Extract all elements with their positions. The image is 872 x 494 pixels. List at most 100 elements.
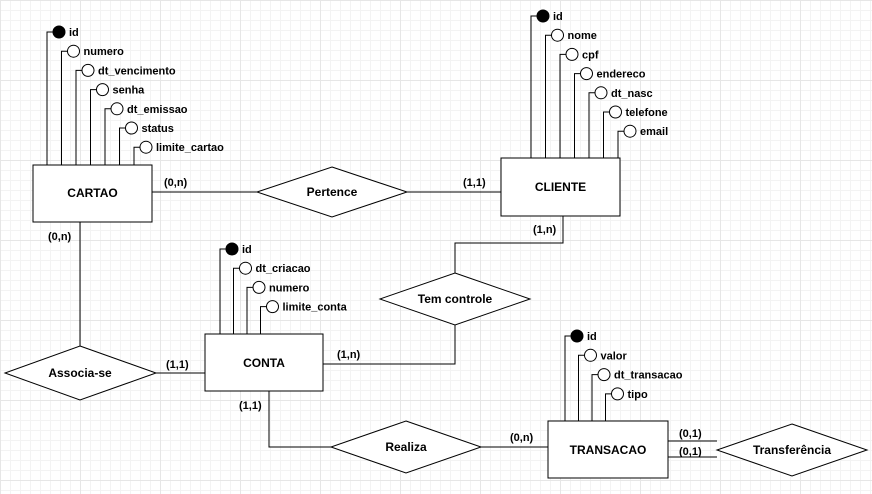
cartao-attribute-label: limite_cartao [156, 142, 224, 154]
cartao-attribute-label: dt_vencimento [98, 65, 176, 77]
conta-attribute-label: id [242, 244, 252, 256]
cartao-attribute-label: numero [84, 46, 125, 58]
connectors [79, 191, 717, 458]
cliente-attribute-stem [530, 15, 537, 158]
relationship-pertence[interactable]: Pertence [255, 166, 409, 218]
conta-attribute-marker[interactable] [239, 261, 252, 275]
cardinality-transacao-transf-1: (0,1) [679, 428, 702, 440]
connector-cliente-tem-controle [454, 216, 564, 273]
cartao-attribute-marker[interactable] [81, 63, 95, 77]
cliente-attribute-marker[interactable] [609, 105, 622, 119]
entity-cliente[interactable]: CLIENTE [500, 157, 621, 217]
cliente-attribute-label: cpf [582, 49, 599, 61]
conta-attribute-label: limite_conta [283, 302, 348, 314]
cardinalities: (0,n) (1,1) (1,n) (1,n) (0,n) (1,1) (1,1… [48, 177, 702, 458]
cliente-attribute-label: email [640, 126, 668, 138]
cartao-attribute-stem [75, 69, 82, 165]
cartao-attribute-stem [61, 50, 68, 165]
entity-cliente-name: CLIENTE [535, 180, 586, 194]
cardinality-conta-associa: (1,1) [166, 359, 189, 371]
conta-attribute-stem [246, 286, 253, 334]
cartao-attribute-stem [119, 127, 126, 165]
cartao-attribute-label: senha [113, 85, 146, 97]
cliente-key-attribute-marker[interactable] [536, 9, 550, 23]
cliente-attribute-label: id [553, 11, 563, 23]
conta-attribute-label: numero [269, 282, 310, 294]
cliente-attribute-marker[interactable] [594, 86, 608, 100]
cliente-attribute-marker[interactable] [623, 124, 637, 138]
cliente-attribute-label: endereco [597, 69, 646, 81]
relationship-realiza[interactable]: Realiza [329, 420, 483, 474]
cliente-attribute-stem [574, 73, 581, 158]
cartao-attribute-stem [46, 31, 53, 165]
cliente-attribute-stem [588, 92, 595, 158]
cartao-attribute-stem [104, 108, 111, 165]
transacao-attribute-label: id [587, 331, 597, 343]
transacao-key-attribute-marker[interactable] [570, 329, 584, 343]
cartao-attribute-stem [133, 146, 140, 165]
relationship-realiza-label: Realiza [385, 440, 427, 454]
cardinality-cliente-tem-controle: (1,n) [533, 224, 557, 236]
relationship-associa-se[interactable]: Associa-se [3, 345, 158, 401]
cardinality-transacao-realiza: (0,n) [510, 432, 534, 444]
relationship-associa-se-label: Associa-se [48, 366, 112, 380]
relationship-pertence-label: Pertence [307, 185, 358, 199]
cartao-attribute-marker[interactable] [96, 83, 109, 97]
transacao-attribute-label: tipo [628, 389, 648, 401]
entity-conta[interactable]: CONTA [204, 333, 324, 392]
cliente-attribute-stem [559, 53, 566, 158]
transacao-attribute-label: dt_transacao [614, 370, 683, 382]
cardinality-cartao-pertence: (0,n) [164, 177, 188, 189]
relationship-tem-controle-label: Tem controle [418, 292, 493, 306]
entity-cartao-name: CARTAO [67, 186, 117, 200]
relationship-transferencia-label: Transferência [753, 443, 831, 457]
cartao-attribute-marker[interactable] [125, 121, 138, 135]
cliente-attribute-stem [617, 130, 624, 158]
entity-conta-name: CONTA [243, 356, 285, 370]
cartao-key-attribute-marker[interactable] [52, 25, 66, 39]
cartao-attribute-marker[interactable] [139, 140, 153, 154]
transacao-attribute-marker[interactable] [597, 368, 611, 382]
connector-tem-controle-conta [323, 325, 456, 365]
conta-key-attribute-marker[interactable] [225, 242, 239, 256]
cardinality-cliente-pertence: (1,1) [463, 177, 486, 189]
cardinality-transacao-transf-2: (0,1) [679, 446, 702, 458]
cartao-attribute-label: id [69, 27, 79, 39]
transacao-attribute-label: valor [601, 350, 628, 362]
cartao-attribute-marker[interactable] [110, 102, 124, 116]
transacao-attribute-stem [591, 374, 598, 421]
relationship-transferencia[interactable]: Transferência [715, 423, 869, 477]
entity-transacao-name: TRANSACAO [570, 443, 647, 457]
transacao-attribute-stem [578, 354, 585, 421]
conta-attribute-marker[interactable] [252, 280, 266, 294]
connector-conta-realiza [268, 391, 331, 448]
transacao-attribute-marker[interactable] [611, 387, 624, 401]
cardinality-conta-tem-controle: (1,n) [337, 349, 361, 361]
conta-attribute-stem [219, 248, 226, 334]
entity-cartao[interactable]: CARTAO [32, 164, 153, 223]
cartao-attribute-marker[interactable] [67, 44, 80, 58]
cartao-attribute-label: dt_emissao [127, 104, 188, 116]
cliente-attribute-label: dt_nasc [611, 88, 653, 100]
cliente-attribute-label: nome [568, 30, 597, 42]
cliente-attribute-stem [545, 34, 552, 158]
cliente-attribute-marker[interactable] [565, 47, 579, 61]
transacao-attribute-stem [605, 393, 612, 421]
transacao-attribute-marker[interactable] [584, 348, 597, 362]
entity-transacao[interactable]: TRANSACAO [547, 420, 669, 479]
conta-attribute-stem [260, 306, 267, 334]
conta-attribute-label: dt_criacao [256, 263, 311, 275]
conta-attribute-stem [233, 267, 240, 334]
transacao-attribute-stem [564, 335, 571, 421]
cliente-attribute-marker[interactable] [551, 28, 564, 42]
cliente-attribute-marker[interactable] [580, 67, 593, 81]
cartao-attribute-label: status [142, 123, 174, 135]
relationship-tem-controle[interactable]: Tem controle [378, 272, 532, 326]
conta-attribute-marker[interactable] [266, 300, 279, 314]
cliente-attribute-stem [603, 111, 610, 158]
cliente-attribute-label: telefone [626, 107, 668, 119]
